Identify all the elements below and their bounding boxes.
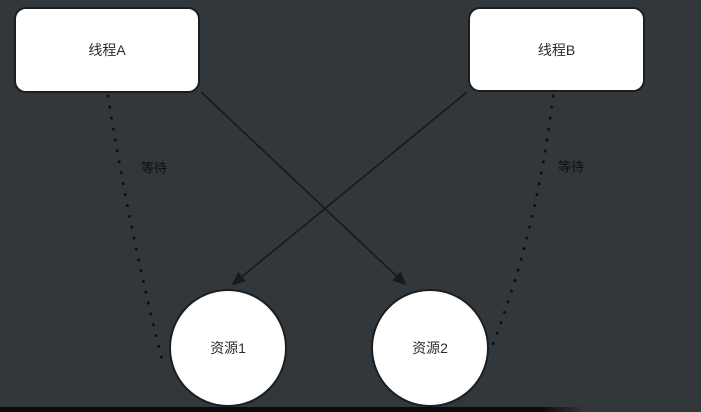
wait-label-thread-a: 等待 <box>140 160 168 176</box>
node-resource-2-label: 资源2 <box>412 340 448 356</box>
wait-label-thread-b: 等待 <box>557 159 585 175</box>
edge-thread-a-to-resource-2 <box>200 91 407 286</box>
node-resource-1: 资源1 <box>169 289 287 407</box>
node-thread-b: 线程B <box>468 7 645 92</box>
node-resource-1-label: 资源1 <box>210 340 246 356</box>
edge-thread-b-waits-resource-2 <box>489 94 555 351</box>
edge-thread-a-waits-resource-1 <box>106 94 165 365</box>
node-thread-a: 线程A <box>14 7 200 93</box>
edge-thread-b-to-resource-1 <box>231 91 468 286</box>
bottom-edge-bar <box>0 407 585 412</box>
node-thread-b-label: 线程B <box>537 41 576 58</box>
node-thread-a-label: 线程A <box>88 42 126 58</box>
node-resource-2: 资源2 <box>371 289 489 407</box>
